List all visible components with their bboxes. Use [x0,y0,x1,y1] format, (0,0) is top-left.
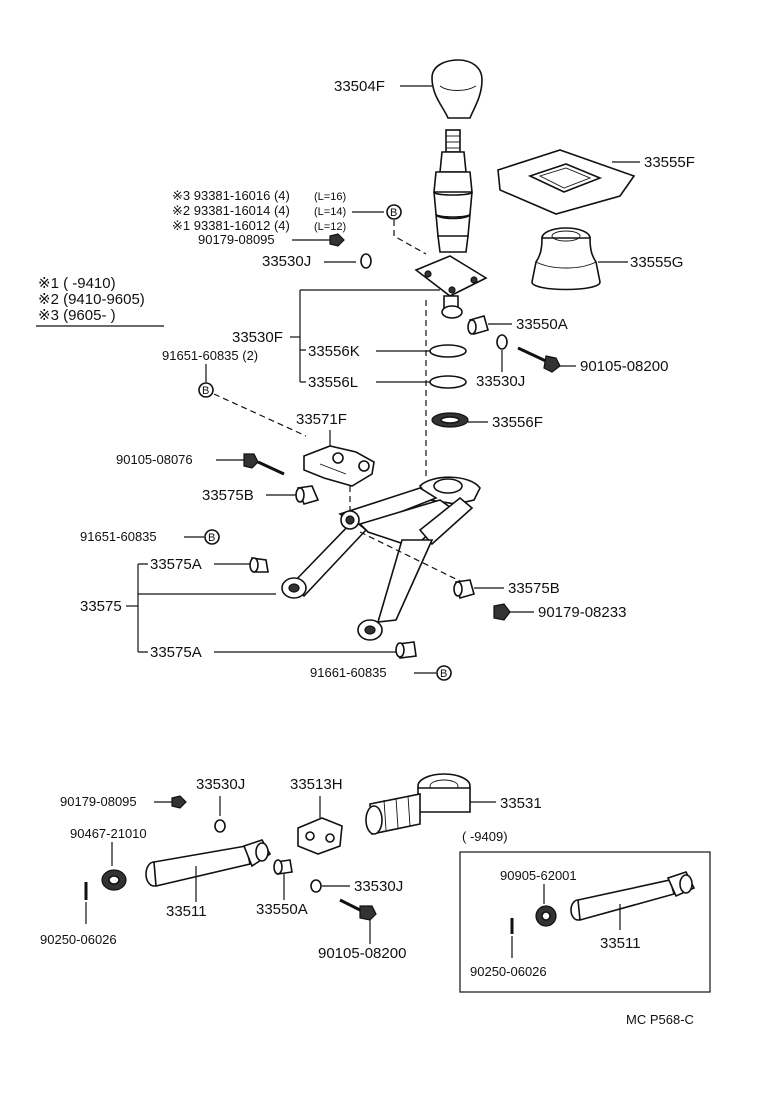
label-33530J-d: 33530J [354,878,403,895]
label-33530F: 33530F [232,329,283,346]
svg-text:B: B [202,385,209,397]
bracket-33513H [297,817,343,855]
variant-box [459,851,711,993]
label-33575A-a: 33575A [150,556,202,573]
label-33550A-a: 33550A [516,316,568,333]
label-90179-08095-bottom: 90179-08095 [60,794,137,809]
label-91661-60835: 91661-60835 [310,665,387,680]
label-33555G: 33555G [630,254,683,271]
label-33556K: 33556K [308,343,360,360]
label-33511-b: 33511 [600,935,641,952]
bushing-33550A-b [273,859,293,875]
bushing-33575A-a [249,557,269,573]
shift-lever [433,129,473,253]
label-90105-08076: 90105-08076 [116,452,193,467]
label-90179-08095-top: 90179-08095 [198,232,275,247]
note-3-len: (L=16) [314,191,346,203]
label-33530J-b: 33530J [476,373,525,390]
boot-33555G [531,227,601,291]
label-33555F: 33555F [644,154,695,171]
label-33575: 33575 [80,598,122,615]
reference-code: MC P568-C [626,1012,694,1027]
label-91651-60835-2: 91651-60835 (2) [162,348,258,363]
plate-33555F [497,149,636,215]
label-33556F: 33556F [492,414,543,431]
bolt-90105-08076 [243,453,285,476]
washer-33556F [431,412,469,428]
bolt-90105-08200-a [517,346,561,373]
label-90250-06026-a: 90250-06026 [40,932,117,947]
legend-3: ※3 (9605- ) [38,307,116,324]
bushing-33575B-a [295,485,320,505]
clip-90905-62001 [535,905,557,927]
label-33504F: 33504F [334,78,385,95]
svg-text:B: B [208,532,215,544]
svg-text:B: B [440,668,447,680]
label-33575B-b: 33575B [508,580,560,597]
note-1: ※1 93381-16012 (4) [172,218,290,233]
bushing-33575A-b [395,641,417,659]
label-90467-21010: 90467-21010 [70,826,147,841]
rod-33511-b [570,871,696,922]
label-33550A-b: 33550A [256,901,308,918]
label-33575B-a: 33575B [202,487,254,504]
note-1-len: (L=12) [314,221,346,233]
note-2-len: (L=14) [314,206,346,218]
note-3: ※3 93381-16016 (4) [172,188,290,203]
bushing-33575B-b [453,579,475,599]
label-90905-62001: 90905-62001 [500,868,577,883]
label-33511-a: 33511 [166,903,207,920]
rod-33511-a [145,839,272,887]
bolt-90105-08200-b [339,898,377,921]
label-33556L: 33556L [308,374,358,391]
label-33530J-c: 33530J [196,776,245,793]
label-33531: 33531 [500,795,542,812]
legend-1: ※1 ( -9410) [38,275,116,292]
label-90250-06026-b: 90250-06026 [470,964,547,979]
label-33530J-a: 33530J [262,253,311,270]
clip-90467-21010 [101,869,127,891]
note-2: ※2 93381-16014 (4) [172,203,290,218]
b-circle-icon: B [386,204,402,220]
lever-base [414,255,488,319]
label-9409: ( -9409) [462,829,508,844]
label-91651-60835: 91651-60835 [80,529,157,544]
label-90105-08200-b: 90105-08200 [318,945,406,962]
label-90179-08233: 90179-08233 [538,604,626,621]
bracket-33571F [303,445,375,487]
shift-knob [431,59,483,119]
label-33513H: 33513H [290,776,343,793]
svg-text:B: B [390,207,397,219]
label-33571F: 33571F [296,411,347,428]
legend-2: ※2 (9410-9605) [38,291,145,308]
bushing-33550A [467,315,489,335]
cable-end-33531 [365,773,471,835]
label-90105-08200-a: 90105-08200 [580,358,668,375]
label-33575A-b: 33575A [150,644,202,661]
